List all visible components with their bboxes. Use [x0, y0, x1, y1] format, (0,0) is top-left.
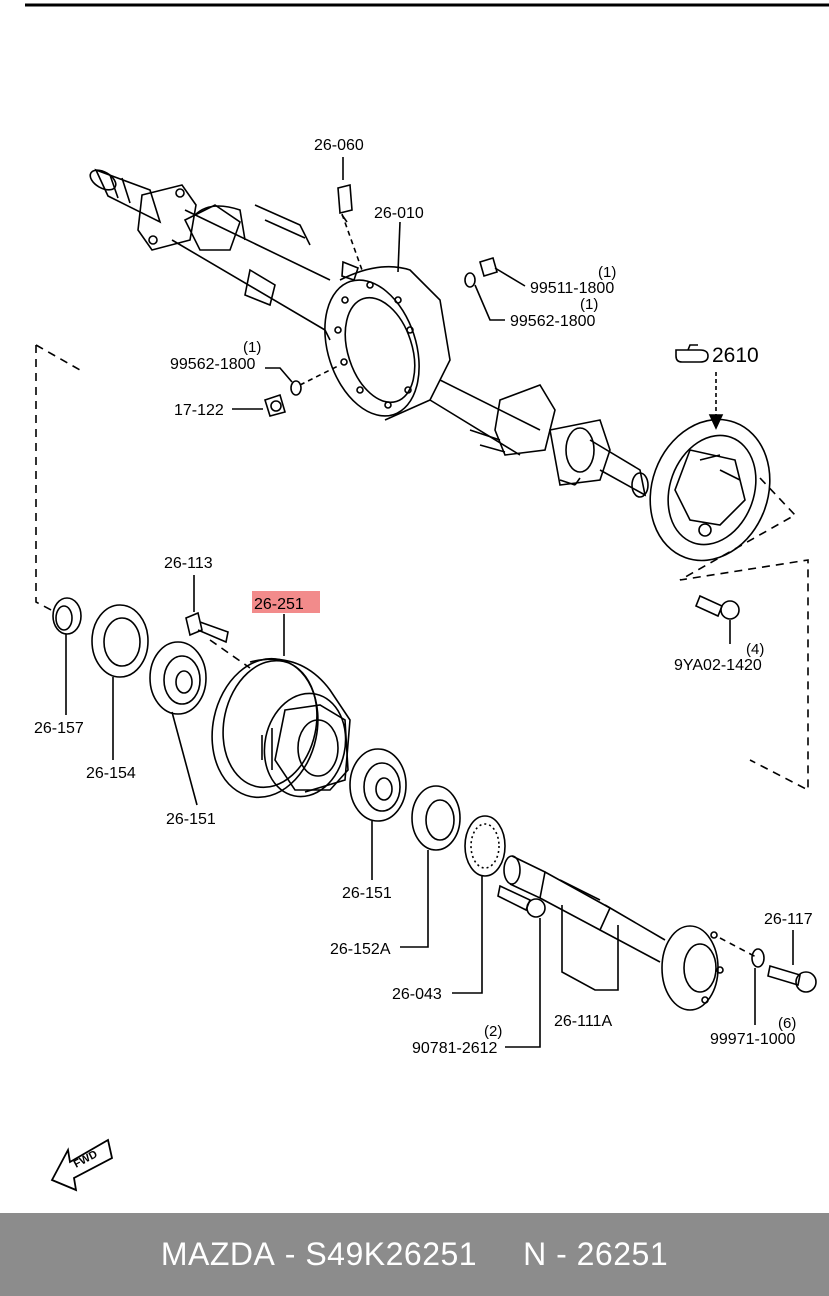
- label-99511-1800: 99511-1800: [530, 280, 614, 297]
- label-90781-2612: 90781-2612: [412, 1040, 498, 1057]
- hand-pointer-icon: [675, 344, 709, 363]
- qty-99562-left: (1): [243, 339, 261, 356]
- footer-bar: MAZDA - S49K26251 N - 26251: [0, 1213, 829, 1296]
- ref-2610: 2610: [712, 344, 759, 367]
- filler-plug: [232, 364, 341, 417]
- label-26-157: 26-157: [34, 720, 84, 737]
- qty-90781: (2): [484, 1023, 502, 1040]
- label-99562-1800-left: 99562-1800: [170, 356, 256, 373]
- part-26-151-right: [349, 748, 407, 880]
- label-26-111A: 26-111A: [554, 1013, 612, 1030]
- qty-99971: (6): [778, 1015, 796, 1032]
- part-26-113: [185, 575, 229, 644]
- label-26-060: 26-060: [314, 137, 364, 154]
- breather-plug: [337, 157, 363, 282]
- label-26-151-left: 26-151: [166, 811, 216, 828]
- hub-bolt: [497, 884, 546, 1048]
- label-26-151-right: 26-151: [342, 885, 392, 902]
- part-26-151-left: [149, 641, 207, 806]
- label-9YA02-1420: 9YA02-1420: [674, 657, 762, 674]
- axle-housing: [89, 168, 649, 498]
- footer-dash-2: -: [556, 1236, 568, 1272]
- brake-backing-plate: [649, 418, 771, 562]
- label-99562-1800-right: 99562-1800: [510, 313, 596, 330]
- assembly-lines: [35, 344, 809, 792]
- highlight-26-251: [252, 591, 320, 613]
- label-26-152A: 26-152A: [330, 941, 391, 958]
- parts-diagram: 26-060 26-010 (1) 99511-1800 (1) 99562-1…: [25, 3, 829, 1192]
- part-26-152A: [400, 785, 461, 948]
- qty-99562-right: (1): [580, 296, 598, 313]
- label-99971-1000: 99971-1000: [710, 1031, 796, 1048]
- leader-26-010: [397, 221, 401, 273]
- brake-drum: [211, 657, 351, 799]
- part-26-117: [719, 930, 817, 1025]
- part-26-111A: [503, 855, 724, 1011]
- footer-prefix: N: [523, 1236, 547, 1272]
- drain-plug: [464, 256, 526, 321]
- label-26-113: 26-113: [164, 555, 213, 572]
- label-26-010: 26-010: [374, 205, 424, 222]
- footer-ref: 26251: [576, 1236, 669, 1272]
- qty-99511: (1): [598, 264, 616, 281]
- footer-part-number: S49K26251: [305, 1236, 478, 1272]
- brake-bolt: [694, 594, 740, 644]
- qty-9YA02: (4): [746, 641, 764, 658]
- footer-dash-1: -: [284, 1236, 296, 1272]
- part-26-157: [52, 597, 82, 715]
- part-26-154: [91, 604, 149, 760]
- label-26-043: 26-043: [392, 986, 442, 1003]
- part-26-043: [452, 815, 506, 994]
- footer-brand: MAZDA: [160, 1236, 276, 1272]
- label-26-154: 26-154: [86, 765, 136, 782]
- label-26-117: 26-117: [764, 911, 813, 928]
- label-26-251: 26-251: [254, 596, 304, 613]
- fwd-arrow-icon: [50, 1138, 114, 1192]
- label-17-122: 17-122: [174, 402, 224, 419]
